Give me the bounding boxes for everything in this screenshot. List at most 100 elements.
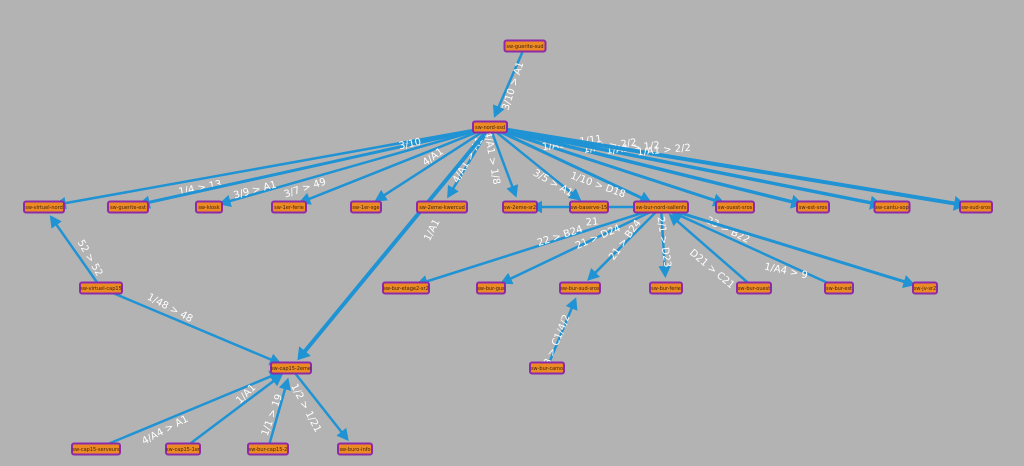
node-label: sw-bur-camo (531, 366, 563, 372)
node-box[interactable] (195, 200, 223, 214)
node-sw-cap15-serveurs[interactable]: sw-cap15-serveurs (71, 442, 121, 456)
edge-line (381, 125, 491, 198)
node-box[interactable] (569, 200, 609, 214)
edge-line (489, 125, 718, 203)
node-box[interactable] (959, 200, 993, 214)
edge-line (489, 125, 958, 206)
edge-line (53, 221, 103, 289)
edge-line (290, 367, 345, 435)
node-sw-1er-sge[interactable]: sw-1er-sge (350, 200, 382, 214)
node-box[interactable] (529, 361, 565, 375)
node-box[interactable] (247, 442, 289, 456)
node-sw-2eme-kwercud[interactable]: sw-2eme-kwercud (416, 200, 468, 214)
edge-label: 3/5 > A1 (531, 168, 575, 200)
arrowhead-icon (658, 265, 671, 279)
node-label: sw-virtuel-nord (25, 205, 63, 211)
node-sw-sud-sros[interactable]: sw-sud-sros (959, 200, 993, 214)
node-box[interactable] (23, 200, 65, 214)
node-label: sw-cantu-sop (875, 205, 908, 211)
node-box[interactable] (79, 281, 123, 295)
node-box[interactable] (107, 200, 149, 214)
arrowhead-icon (297, 346, 311, 361)
edge-line (496, 45, 527, 111)
node-box[interactable] (472, 120, 508, 134)
node-sw-bur-est[interactable]: sw-bur-est (824, 281, 854, 295)
arrowhead-icon (492, 104, 505, 118)
edge-line (592, 206, 662, 276)
node-sw-bur-gus[interactable]: sw-bur-gus (476, 281, 506, 295)
edge-sw-virtuel-cap15-to-sw-cap15-2eme: 1/48 > 48 (100, 286, 282, 366)
edge-line (306, 125, 491, 202)
node-box[interactable] (165, 442, 201, 456)
node-sw-buro-info[interactable]: sw-buro-info (337, 442, 373, 456)
arrowhead-icon (567, 188, 582, 201)
node-box[interactable] (736, 281, 772, 295)
node-sw-bur-ouest[interactable]: sw-bur-ouest (736, 281, 772, 295)
node-sw-cap15-1er[interactable]: sw-cap15-1er (165, 442, 201, 456)
edge-label: 1/1 > 19 (260, 393, 285, 438)
node-sw-cantu-sop[interactable]: sw-cantu-sop (873, 200, 911, 214)
node-sw-cap15-2eme[interactable]: sw-cap15-2eme (270, 361, 312, 375)
node-box[interactable] (649, 281, 683, 295)
node-sw-1er-ferie[interactable]: sw-1er-ferie (271, 200, 307, 214)
arrowhead-icon (587, 268, 600, 281)
node-box[interactable] (715, 200, 755, 214)
arrowhead-icon (565, 297, 578, 311)
edge-sw-bur-camo-to-sw-bur-sud-sros: 3 > C1/4/2 (542, 297, 578, 369)
node-sw-nord-ssd[interactable]: sw-nord-ssd (472, 120, 508, 134)
node-box[interactable] (271, 200, 307, 214)
node-box[interactable] (476, 281, 506, 295)
node-box[interactable] (633, 200, 689, 214)
edge-line (62, 125, 491, 205)
node-box[interactable] (796, 200, 830, 214)
node-sw-guerite-est[interactable]: sw-guerite-est (107, 200, 149, 214)
edge-line (301, 125, 492, 355)
node-sw-bur-sud-sros[interactable]: sw-bur-sud-sros (559, 281, 601, 295)
node-box[interactable] (873, 200, 911, 214)
node-box[interactable] (559, 281, 601, 295)
edge-sw-bur-nord-sallenfs-to-sw-bur-ferie: 2/1 > D23 (654, 206, 673, 279)
node-label: sw-1er-sge (352, 205, 379, 211)
edge-line (489, 125, 645, 201)
edge-line (488, 126, 515, 190)
node-sw-baserve-15[interactable]: sw-baserve-15 (569, 200, 609, 214)
node-label: sw-kiosk (198, 205, 219, 211)
node-box[interactable] (71, 442, 121, 456)
edge-label: 4/A1 > A1 (451, 135, 486, 185)
edge-line (659, 206, 667, 270)
node-box[interactable] (502, 200, 538, 214)
node-label: sw-bur-gus (477, 286, 505, 292)
node-box[interactable] (503, 39, 547, 53)
node-sw-ouest-sros[interactable]: sw-ouest-sros (715, 200, 755, 214)
edge-line (100, 286, 274, 362)
node-box[interactable] (824, 281, 854, 295)
edge-line (423, 205, 662, 284)
edge-sw-virtuel-cap15-to-sw-virtuel-nord: 52 > 52 (49, 215, 104, 289)
node-sw-bur-ferie[interactable]: sw-bur-ferie (649, 281, 683, 295)
node-sw-jv-sr2[interactable]: sw-jv-sr2 (912, 281, 938, 295)
node-sw-bur-nord-sallenfs[interactable]: sw-bur-nord-sallenfs (633, 200, 689, 214)
node-box[interactable] (350, 200, 382, 214)
node-box[interactable] (337, 442, 373, 456)
node-box[interactable] (382, 281, 430, 295)
node-sw-kiosk[interactable]: sw-kiosk (195, 200, 223, 214)
edge-line (489, 125, 874, 206)
node-box[interactable] (416, 200, 468, 214)
node-sw-guerite-sud[interactable]: sw-guerite-sud (503, 39, 547, 53)
edge-line (146, 125, 491, 205)
node-sw-2eme-sr2[interactable]: sw-2eme-sr2 (502, 200, 538, 214)
node-sw-virtuel-nord[interactable]: sw-virtuel-nord (23, 200, 65, 214)
node-sw-bur-cap15-2[interactable]: sw-bur-cap15-2 (247, 442, 289, 456)
node-label: sw-cap15-1er (166, 447, 201, 453)
arrowhead-icon (278, 377, 292, 391)
node-sw-est-sros[interactable]: sw-est-sros (796, 200, 830, 214)
node-box[interactable] (912, 281, 938, 295)
node-sw-virtuel-cap15[interactable]: sw-virtuel-cap15 (79, 281, 123, 295)
edge-label: 3/10 > A1 (500, 60, 526, 111)
node-label: sw-buro-info (339, 447, 370, 453)
node-label: sw-2eme-sr2 (504, 205, 536, 211)
node-sw-bur-camo[interactable]: sw-bur-camo (529, 361, 565, 375)
node-box[interactable] (270, 361, 312, 375)
node-label: sw-nord-ssd (475, 125, 505, 131)
node-sw-bur-etage2-sr2[interactable]: sw-bur-etage2-sr2 (382, 281, 430, 295)
